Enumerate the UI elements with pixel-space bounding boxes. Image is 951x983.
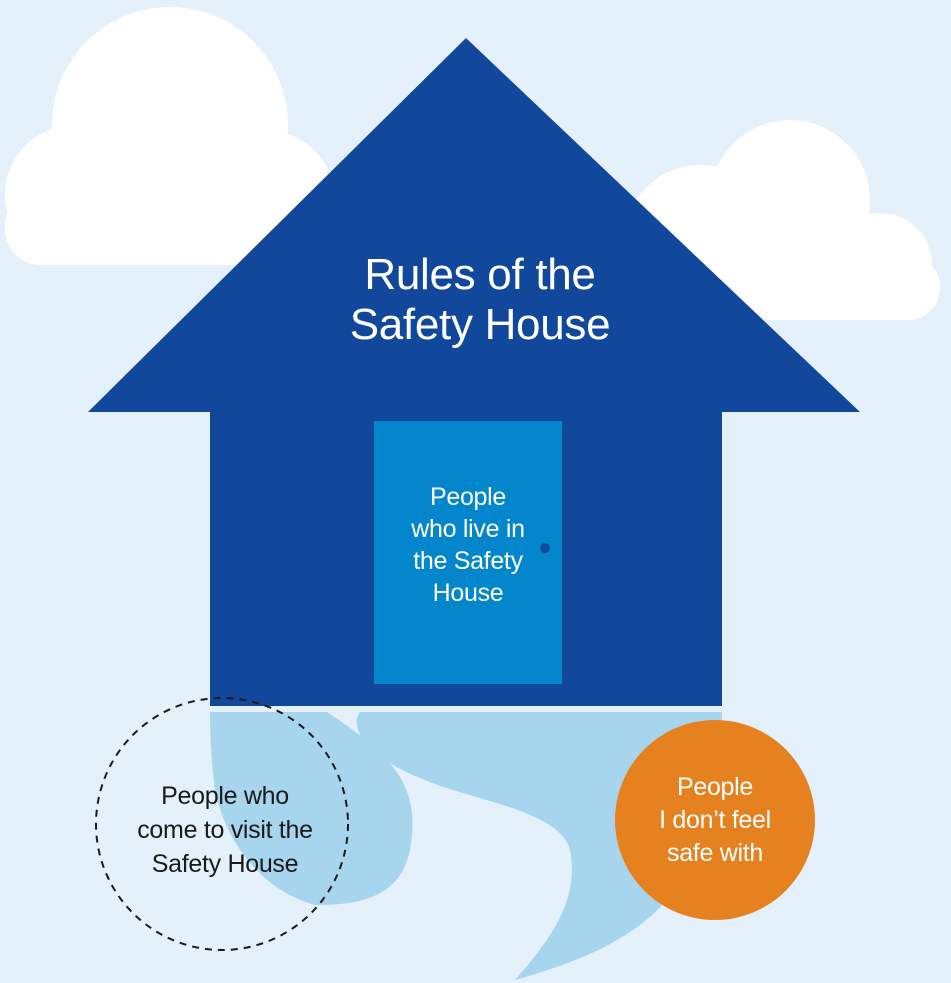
house-shape [88, 38, 860, 706]
door [374, 421, 562, 684]
door-knob [540, 543, 550, 553]
visitors-label: People who come to visit the Safety Hous… [137, 782, 313, 878]
cloud-left [5, 7, 335, 270]
cloud-right [625, 120, 940, 320]
path [210, 712, 413, 905]
door-label: People who live in the Safety House [411, 483, 525, 607]
unsafe-circle [615, 720, 815, 920]
diagram-title: Rules of the Safety House [349, 250, 611, 349]
unsafe-people-label: People I don’t feel safe with [659, 772, 771, 867]
visitors-circle [95, 697, 349, 951]
